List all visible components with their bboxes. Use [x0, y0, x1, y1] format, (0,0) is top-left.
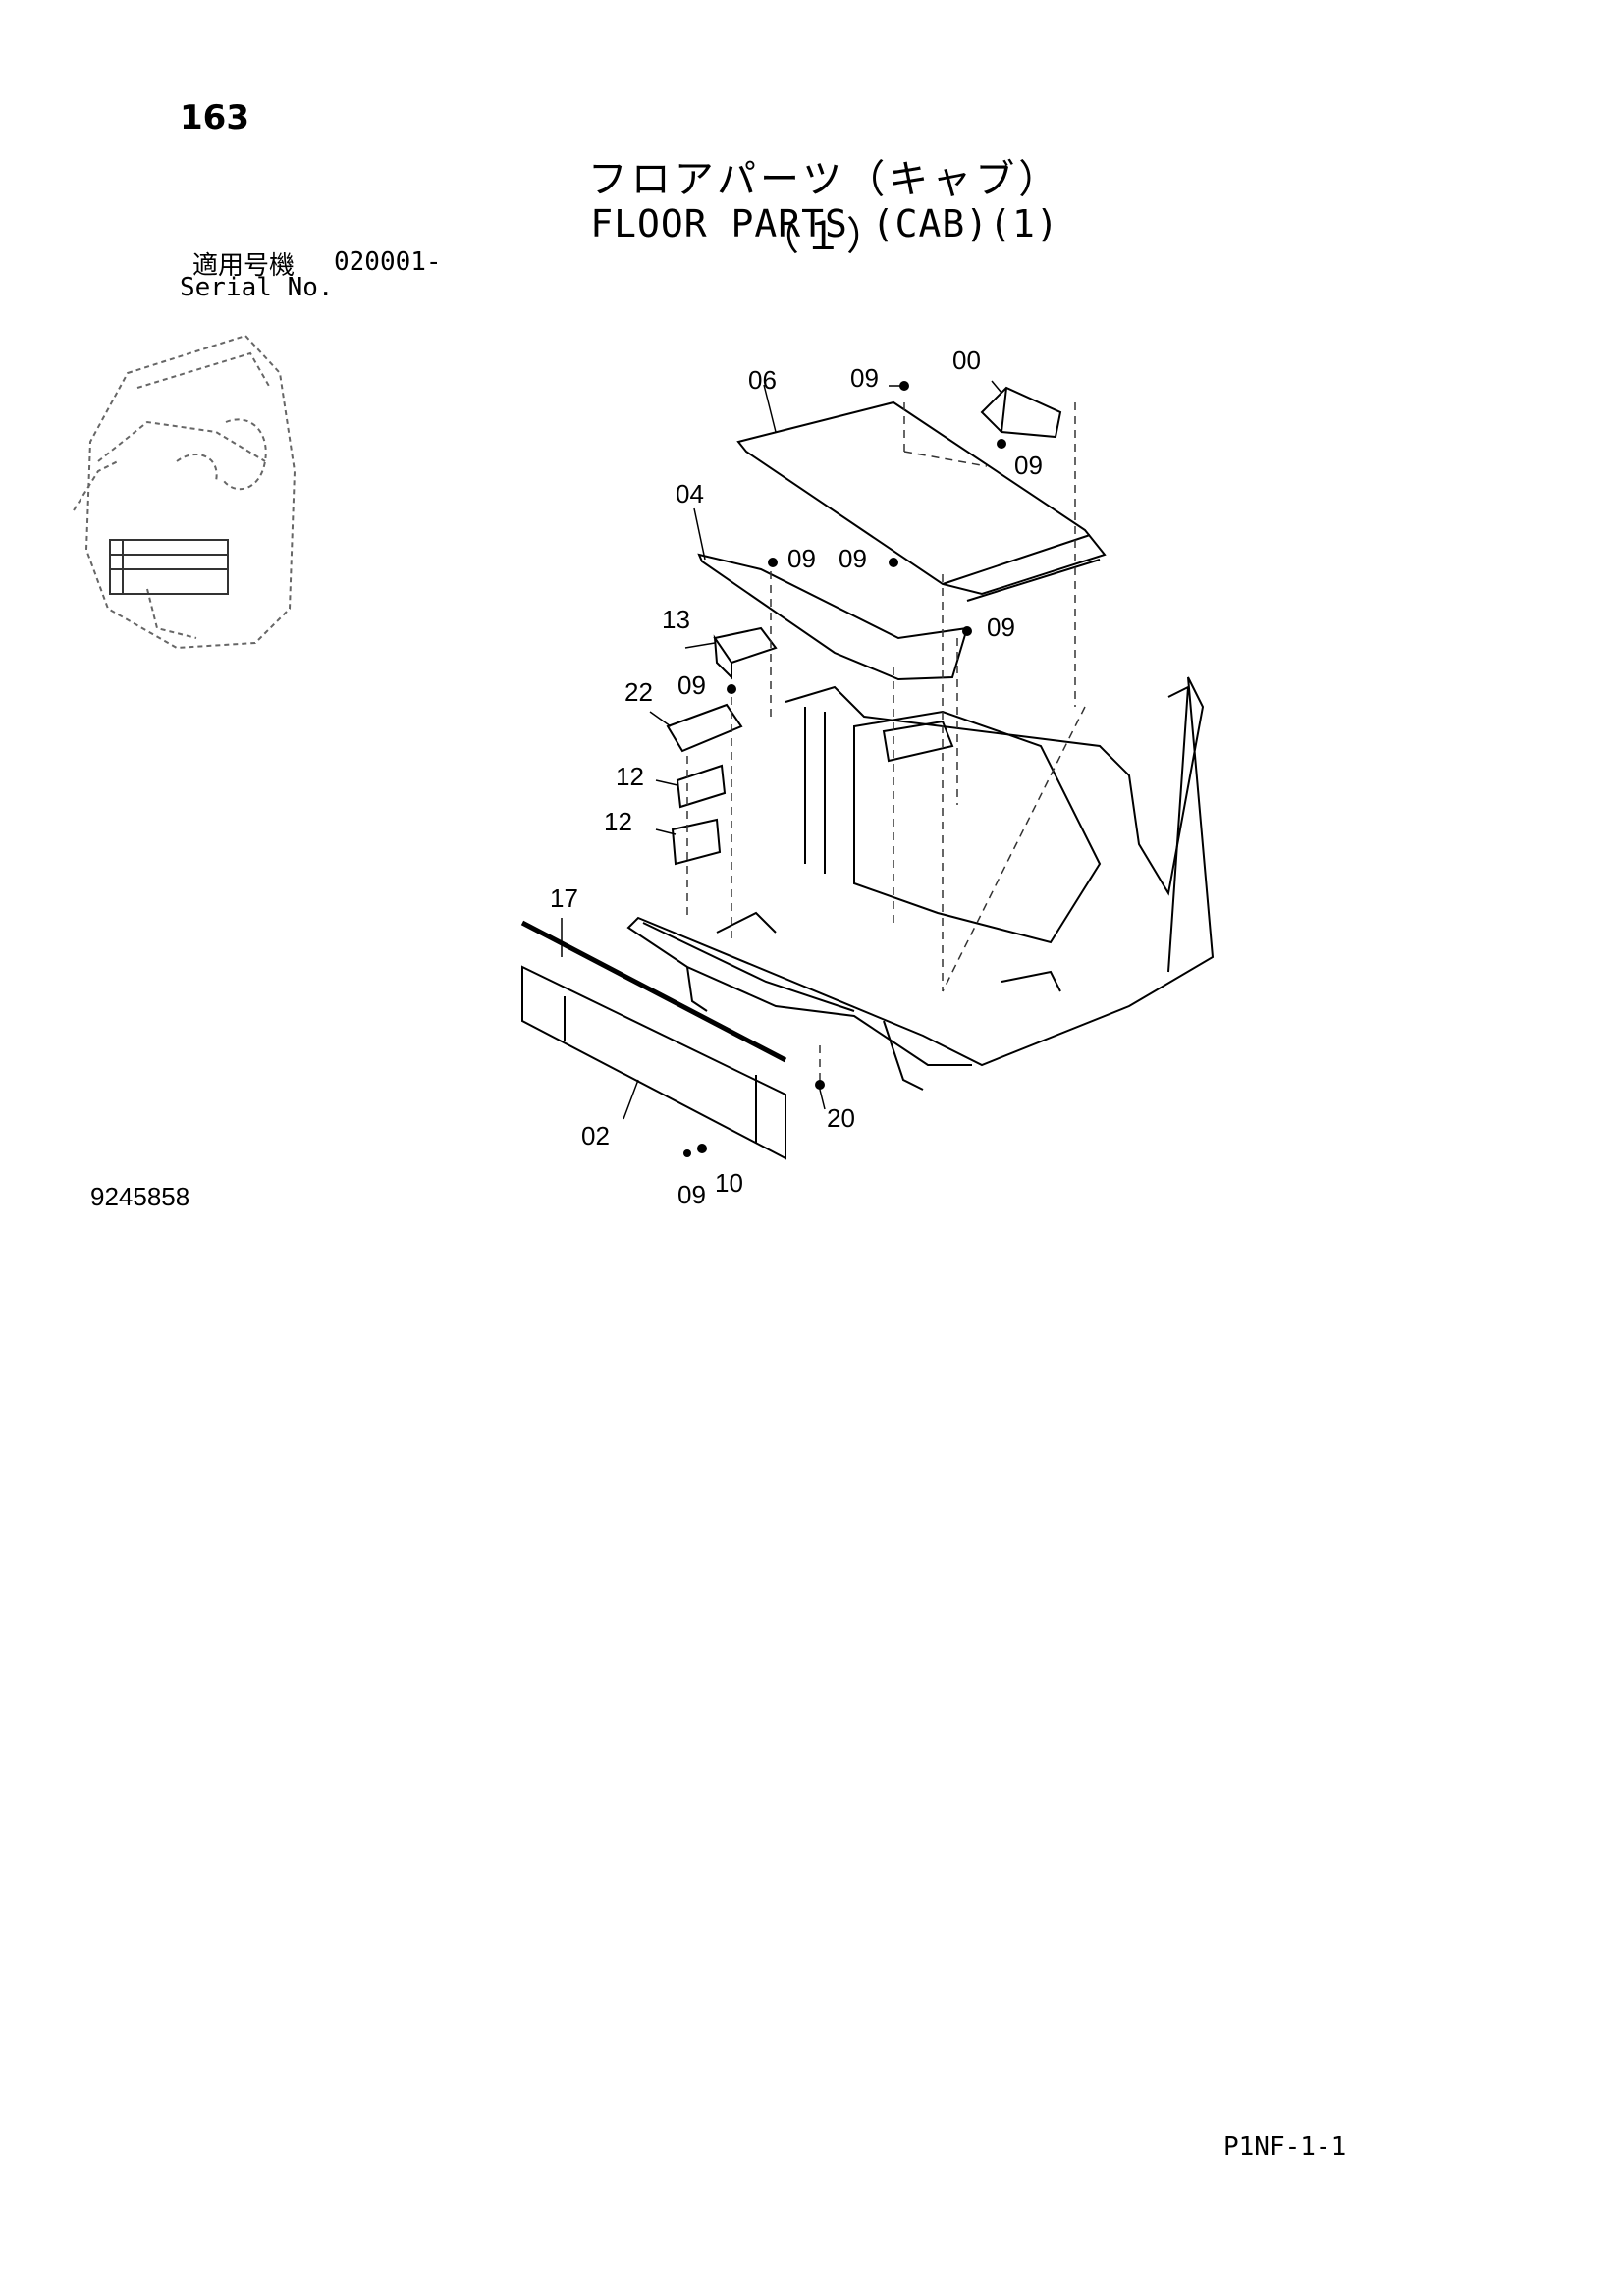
serial-value: 020001- — [334, 247, 442, 277]
callout-09-middle: 09 — [839, 544, 867, 573]
document-number: 9245858 — [90, 1182, 190, 1211]
callout-20: 20 — [827, 1103, 855, 1133]
callout-00: 00 — [952, 346, 981, 375]
callout-04: 04 — [676, 479, 704, 508]
floor-frame-part — [626, 676, 1215, 1091]
serial-label-japanese: 適用号機 — [192, 251, 296, 281]
bracket-part — [980, 386, 1062, 439]
callout-09-left: 09 — [787, 544, 816, 573]
floor-mat-part — [736, 400, 1107, 602]
block-parts — [666, 626, 778, 866]
construction-lines — [686, 402, 1086, 1090]
callout-02: 02 — [581, 1121, 610, 1150]
page-code: P1NF-1-1 — [1223, 2132, 1347, 2162]
page-number: 163 — [180, 98, 249, 137]
cab-thumbnail-seat-box — [109, 539, 229, 595]
callout-09-bottom: 09 — [677, 1180, 706, 1209]
title-english: FLOOR PARTS (CAB)(1) — [590, 202, 1059, 245]
callout-12-lower: 12 — [604, 807, 632, 836]
callout-17: 17 — [550, 883, 578, 913]
callout-09-block: 09 — [677, 670, 706, 700]
serial-label-english: Serial No. — [180, 273, 334, 302]
callout-12-upper: 12 — [616, 762, 644, 791]
callout-09-right: 09 — [987, 613, 1015, 642]
callout-22: 22 — [624, 677, 653, 707]
callout-13: 13 — [662, 605, 690, 634]
front-panel-part — [520, 920, 787, 1160]
callout-labels: 00 06 09 09 04 09 09 09 13 09 22 12 12 1… — [550, 346, 1043, 1209]
callout-09-top: 09 — [850, 363, 879, 393]
floor-cover-part — [697, 553, 969, 681]
callout-06: 06 — [748, 365, 777, 395]
callout-10: 10 — [715, 1168, 743, 1198]
title-japanese: フロアパーツ（キャブ）（１） — [587, 157, 1062, 259]
callout-09-bracket: 09 — [1014, 451, 1043, 480]
bolt-markers — [683, 381, 1006, 1157]
cab-thumbnail — [73, 334, 297, 650]
